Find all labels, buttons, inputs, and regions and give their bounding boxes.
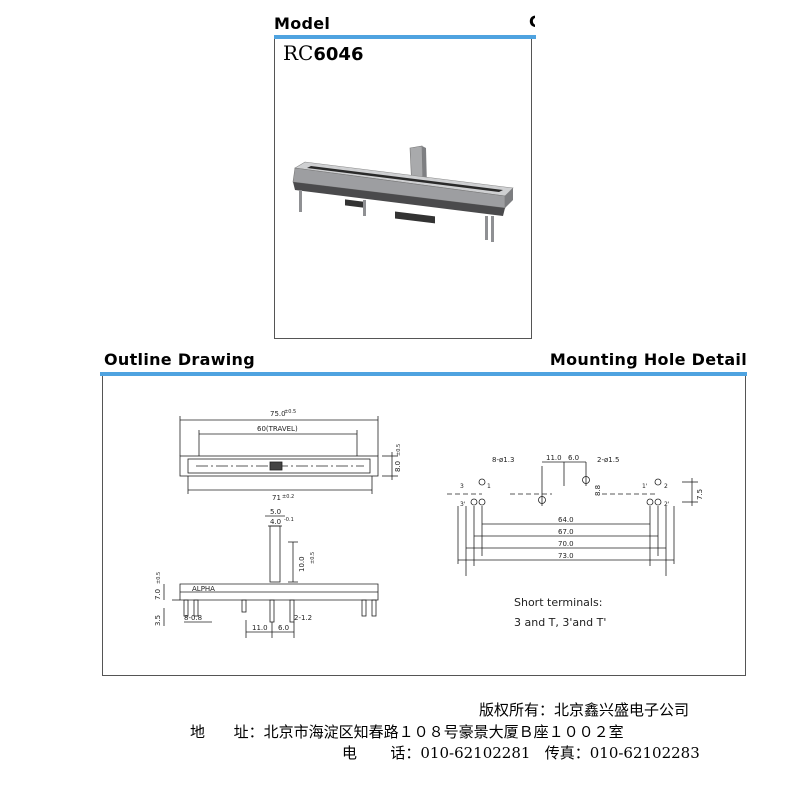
model-code-number: 6046 — [313, 44, 364, 65]
dim-lever-height: 10.0 — [298, 556, 306, 572]
dim-hole-spec: 8-ø1.3 — [492, 456, 514, 464]
dim-base-height-tol: ±0.5 — [156, 572, 162, 584]
footer-copyright: 版权所有：北京鑫兴盛电子公司 — [479, 701, 690, 719]
outline-heading: Outline Drawing — [104, 350, 255, 369]
outline-accent-bar — [100, 372, 747, 376]
model-accent-bar — [274, 35, 536, 39]
dim-67: 67.0 — [558, 528, 574, 536]
outline-frame — [102, 376, 746, 676]
dim-pin-spacing2: 6.0 — [278, 624, 289, 632]
dim-73: 73.0 — [558, 552, 574, 560]
note-line2: 3 and T, 3'and T' — [514, 616, 606, 629]
dim-pin-spacing: 11.0 — [252, 624, 268, 632]
dim-lever-tip-tol: -0.1 — [284, 517, 294, 523]
dim-64: 64.0 — [558, 516, 574, 524]
dim-body-length-tol: ±0.2 — [282, 494, 294, 500]
dim-travel: 60(TRAVEL) — [257, 425, 298, 433]
dim-lever-tip: 4.0 — [270, 518, 281, 526]
model-code: RC6046 — [283, 41, 363, 65]
terminal-1: 1 — [487, 483, 491, 490]
dim-hole-h: 8.8 — [594, 485, 602, 496]
dim-pin-spec: 8-0.8 — [184, 614, 202, 622]
note-line1: Short terminals: — [514, 596, 602, 609]
terminal-2-prime: 2' — [664, 501, 670, 508]
product-image — [292, 145, 514, 242]
terminal-3: 3 — [460, 483, 464, 490]
dim-body-height-tol: ±0.5 — [396, 444, 402, 456]
dim-overall-length-tol: ±0.5 — [284, 409, 296, 415]
dim-70: 70.0 — [558, 540, 574, 548]
terminal-1-prime: 1' — [642, 483, 648, 490]
dim-body-length: 71 — [272, 494, 281, 502]
dim-pin-spec2: 2-1.2 — [294, 614, 312, 622]
terminal-3-prime: 3' — [460, 501, 466, 508]
dim-hole-spec2: 2-ø1.5 — [597, 456, 619, 464]
dim-base-height: 7.0 — [154, 589, 162, 600]
dim-lever-height-tol: ±0.5 — [310, 552, 316, 564]
model-heading-cut: C — [529, 12, 535, 31]
dim-hole-a: 11.0 — [546, 454, 562, 462]
footer-address: 地 址：北京市海淀区知春路１０８号豪景大厦Ｂ座１００２室 — [190, 723, 624, 741]
dim-lever-width: 5.0 — [270, 508, 281, 516]
model-code-prefix: RC — [283, 41, 314, 65]
brand-mark: ALPHA — [192, 585, 215, 593]
dim-hole-b: 6.0 — [568, 454, 579, 462]
model-heading: Model — [274, 14, 331, 33]
terminal-2: 2 — [664, 483, 668, 490]
dim-pin-length: 3.5 — [154, 615, 162, 626]
dim-hole-side: 7.5 — [696, 489, 704, 500]
outline-drawing: 75.0 ±0.5 60(TRAVEL) 71 ±0.2 8.0 ±0.5 5.… — [154, 409, 704, 638]
mounting-heading: Mounting Hole Detail — [549, 350, 747, 369]
dim-body-height: 8.0 — [394, 461, 402, 472]
dim-overall-length: 75.0 — [270, 410, 286, 418]
model-frame — [274, 39, 532, 339]
footer-phone: 电 话：010-62102281 传真：010-62102283 — [342, 744, 700, 762]
